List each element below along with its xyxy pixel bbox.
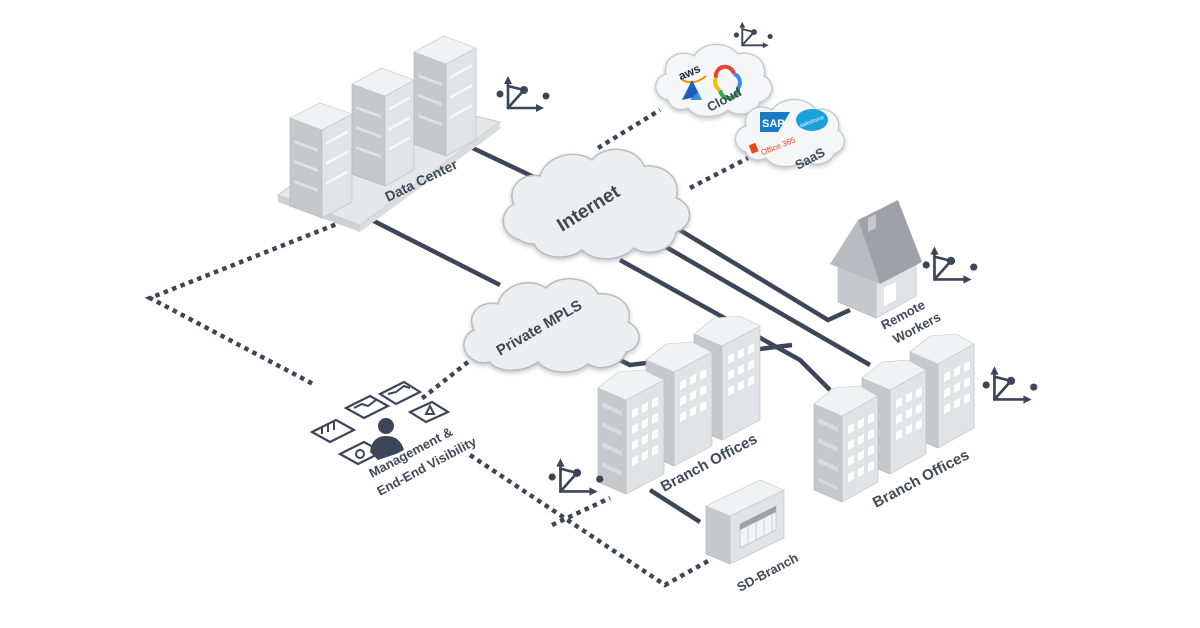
private-mpls-cloud	[463, 278, 640, 373]
mgmt-alert-panel	[407, 400, 451, 424]
agent-icon-sdbranch	[547, 457, 605, 497]
dotted-mgmt-sdbranch	[468, 453, 712, 588]
dotted-saas-internet	[688, 156, 750, 190]
link-internet-branch-right	[638, 230, 872, 367]
admin-person-icon	[370, 418, 404, 460]
agent-icon-branch-right	[981, 365, 1039, 405]
dotted-datacenter-mgmt	[144, 215, 353, 387]
data-center: Data Center	[276, 35, 502, 232]
branch-offices-right: Branch Offices	[813, 333, 975, 512]
management-console: Management & End-End Visibility	[309, 380, 479, 499]
sd-branch-store: SD-Branch	[705, 479, 801, 595]
link-internet-remote	[658, 216, 851, 323]
internet-cloud	[502, 148, 691, 260]
dotted-cloud-internet	[596, 108, 662, 150]
link-mpls-branch-right	[618, 258, 832, 392]
branch-offices-left: Branch Offices	[597, 315, 761, 496]
agent-icon-cloud	[732, 20, 774, 50]
mgmt-line-chart-panel	[343, 394, 391, 420]
link-datacenter-mpls	[350, 207, 502, 288]
mgmt-trend-panel	[377, 380, 423, 406]
svg-text:SAP: SAP	[762, 118, 785, 130]
agent-icon-datacenter	[495, 74, 551, 114]
salesforce-logo: salesforce	[796, 109, 828, 131]
dotted-agent-sdbranch	[551, 495, 611, 528]
dotted-mpls-mgmt	[418, 360, 470, 402]
azure-icon	[682, 80, 702, 100]
remote-workers-house: Remote Workers	[830, 200, 943, 347]
saas-providers	[734, 98, 845, 168]
google-cloud-icon	[713, 64, 742, 100]
sap-logo: SAP	[760, 112, 790, 132]
link-branch-sdbranch	[648, 488, 702, 524]
agent-icon-remote	[921, 245, 979, 285]
